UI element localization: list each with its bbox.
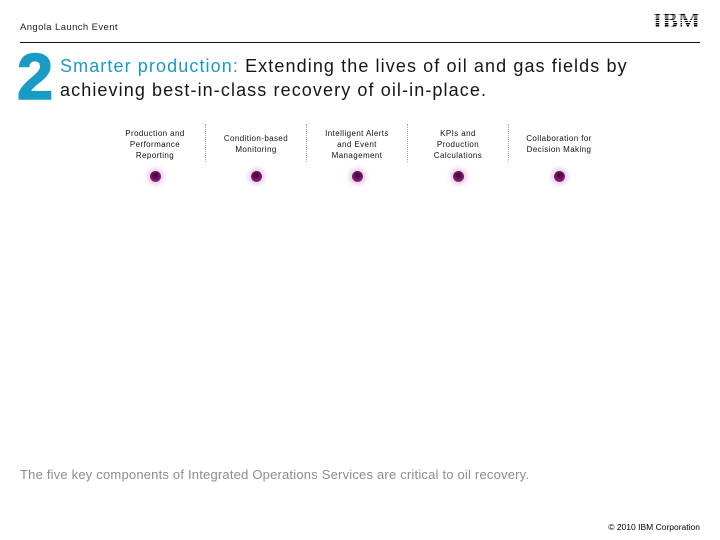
component-item-production-reporting: Production and Performance Reporting	[105, 121, 205, 182]
slide-title-rest: Extending the lives of oil and gas field…	[60, 56, 628, 100]
bullet-dot	[250, 171, 262, 182]
copyright-text: © 2010 IBM Corporation	[608, 522, 700, 532]
slide-title-highlight: Smarter production:	[60, 56, 246, 76]
ibm-logo: IBM	[653, 12, 700, 30]
component-item-kpis-calculations: KPIs and Production Calculations	[408, 121, 508, 182]
component-item-intelligent-alerts: Intelligent Alerts and Event Management	[307, 121, 407, 182]
bullet-dot	[351, 171, 363, 182]
component-label-line: Production	[436, 139, 480, 149]
component-label: Production and Performance Reporting	[105, 121, 205, 167]
component-label-line: Performance	[129, 139, 181, 149]
section-number: 2	[16, 40, 54, 113]
component-label-line: Monitoring	[235, 145, 277, 154]
component-label: Intelligent Alerts and Event Management	[307, 121, 407, 167]
slide-header-label: Angola Launch Event	[20, 22, 118, 33]
component-label-line: Decision Making	[526, 145, 592, 154]
component-label-line: Calculations	[433, 150, 483, 160]
slide-title: Smarter production: Extending the lives …	[60, 55, 682, 102]
component-label-line: Production and	[125, 128, 185, 138]
component-label-line: Condition-based	[223, 134, 289, 143]
component-label-line: Management	[331, 150, 383, 160]
ibm-logo-stripes	[653, 12, 700, 30]
components-row: Production and Performance Reporting Con…	[105, 121, 609, 182]
component-label: KPIs and Production Calculations	[408, 121, 508, 167]
summary-text: The five key components of Integrated Op…	[20, 467, 530, 482]
component-label: Collaboration for Decision Making	[509, 121, 609, 167]
bullet-dot	[149, 171, 161, 182]
column-divider	[205, 124, 206, 162]
component-label: Condition-based Monitoring	[206, 121, 306, 167]
column-divider	[508, 124, 509, 162]
component-label-line: Intelligent Alerts	[325, 128, 389, 138]
component-label-line: Reporting	[135, 150, 175, 160]
component-label-line: and Event	[337, 139, 377, 149]
component-label-line: KPIs and	[440, 128, 476, 138]
bullet-dot	[553, 171, 565, 182]
component-label-line: Collaboration for	[526, 134, 592, 143]
component-item-collaboration: Collaboration for Decision Making	[509, 121, 609, 182]
column-divider	[306, 124, 307, 162]
bullet-dot	[452, 171, 464, 182]
column-divider	[407, 124, 408, 162]
header-divider-line	[20, 42, 700, 43]
component-item-condition-monitoring: Condition-based Monitoring	[206, 121, 306, 182]
